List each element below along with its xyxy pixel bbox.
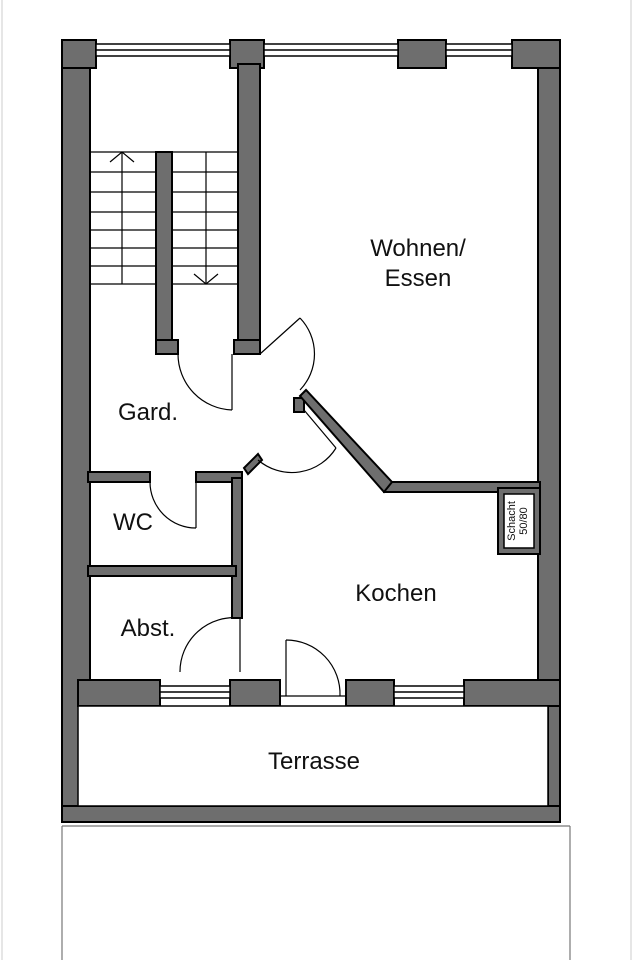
door-wc — [149, 481, 197, 529]
door-abst — [179, 617, 241, 673]
room-label-kochen: Kochen — [355, 580, 436, 607]
windows-top — [95, 43, 513, 57]
room-label-garderobe: Gard. — [118, 399, 178, 426]
room-label-wohnen-line2: Essen — [385, 265, 452, 292]
door-kochen-hall — [257, 409, 337, 474]
room-label-terrasse: Terrasse — [268, 748, 360, 775]
door-terrasse — [280, 639, 346, 697]
diagonal-wall-lower — [242, 452, 264, 476]
shaft-box — [503, 493, 535, 549]
shaft-label-line1: Schacht — [506, 501, 518, 541]
windows-bottom — [159, 685, 465, 699]
room-label-wohnen-line1: Wohnen/ — [370, 235, 466, 262]
outer-walls — [61, 39, 561, 823]
terrasse-area — [77, 705, 549, 807]
garden-lines — [61, 825, 571, 960]
shaft-label-line2: 50/80 — [518, 507, 530, 535]
door-wohnen — [259, 317, 316, 391]
stair-arrow-up-icon — [109, 151, 135, 163]
room-label-abstell: Abst. — [121, 615, 176, 642]
interior-walls — [87, 63, 541, 619]
door-garderobe — [177, 353, 233, 411]
room-label-wc: WC — [113, 509, 153, 536]
diagonal-wall — [298, 388, 394, 494]
stair-arrow-down-icon — [193, 273, 219, 285]
doors — [149, 317, 346, 697]
shaft-label: Schacht 50/80 — [506, 501, 530, 541]
staircase — [90, 151, 238, 285]
